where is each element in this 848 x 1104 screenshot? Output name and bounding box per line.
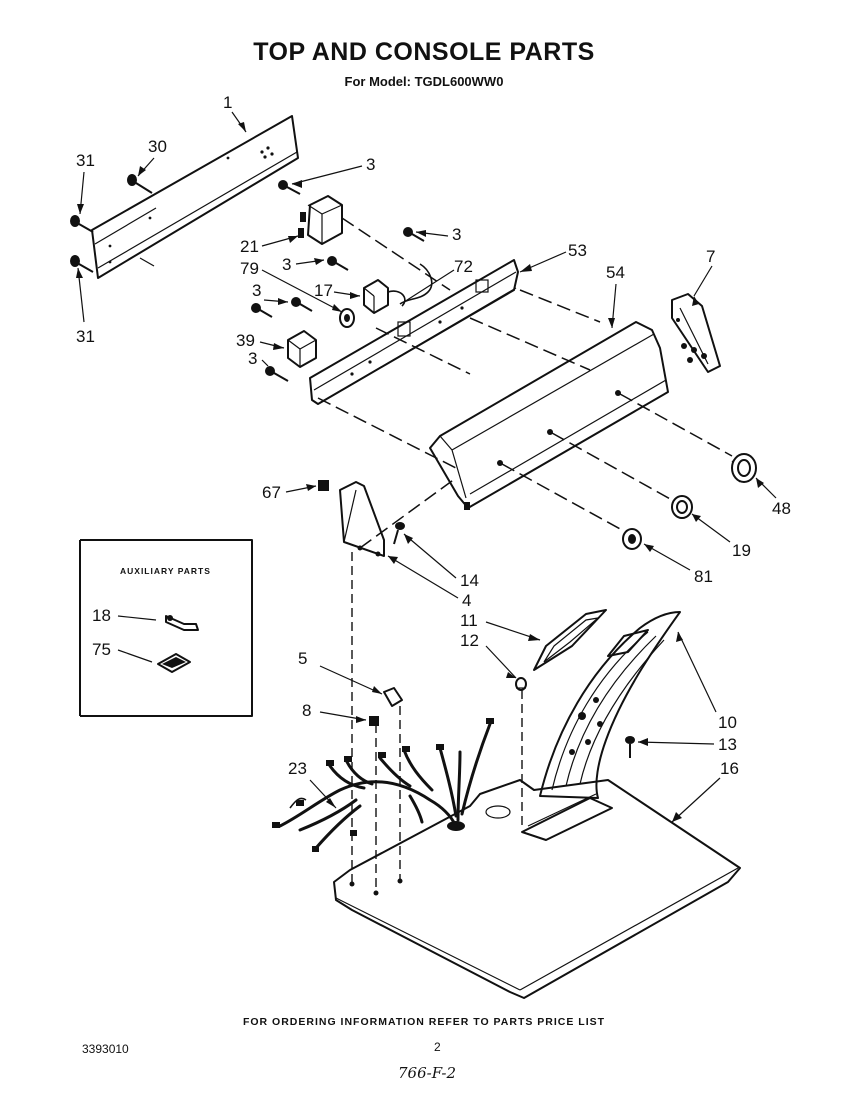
- callout-19: 19: [732, 541, 751, 560]
- end-cap-7: [671, 293, 721, 373]
- auxiliary-parts-title: AUXILIARY PARTS: [120, 566, 211, 576]
- callout-23: 23: [288, 759, 307, 778]
- callout-3-b: 3: [452, 225, 461, 244]
- page-number: 2: [434, 1040, 441, 1054]
- aux-part-75: [157, 653, 191, 673]
- knob-81: [622, 528, 642, 550]
- callout-39: 39: [236, 331, 255, 350]
- callout-79: 79: [240, 259, 259, 278]
- callout-54: 54: [606, 263, 625, 282]
- handwritten-note: 766-F-2: [398, 1064, 457, 1082]
- wiring-harness-23: [272, 718, 494, 852]
- document-number: 3393010: [82, 1042, 129, 1056]
- callout-3-c: 3: [282, 255, 291, 274]
- callout-14: 14: [460, 571, 479, 590]
- lens-11: [533, 609, 607, 671]
- callout-31-upper: 31: [76, 151, 95, 170]
- screw-13: [625, 736, 635, 758]
- control-panel-plate: [91, 115, 299, 279]
- screw-3-b: [403, 227, 425, 242]
- bracket-53: [309, 259, 519, 405]
- clip-8: [369, 716, 379, 726]
- pushbutton-79: [339, 308, 355, 328]
- top-cover-16: [333, 779, 741, 999]
- screw-3-a: [278, 180, 301, 195]
- callout-13: 13: [718, 735, 737, 754]
- console-54: [429, 321, 669, 510]
- switch-17: [363, 279, 406, 314]
- callout-21: 21: [240, 237, 259, 256]
- clip-5: [383, 687, 403, 707]
- callout-7: 7: [706, 247, 715, 266]
- callout-72: 72: [454, 257, 473, 276]
- callout-3-d: 3: [252, 281, 261, 300]
- aux-part-18: [165, 615, 199, 631]
- callout-11: 11: [460, 611, 478, 630]
- main-top-10: [539, 611, 681, 799]
- callout-10: 10: [718, 713, 737, 732]
- callout-12: 12: [460, 631, 479, 650]
- auxiliary-parts-box: AUXILIARY PARTS 18 75: [79, 539, 253, 717]
- switch-39: [287, 330, 317, 368]
- clip-67: [318, 480, 329, 491]
- callout-31-lower: 31: [76, 327, 95, 346]
- end-bracket-4: [339, 481, 385, 557]
- callouts: 1 30 31 31 3 3 21 79 3 72 53 17 3 39 3 5…: [76, 93, 791, 823]
- screw-3-c: [327, 256, 349, 271]
- screw-31-upper: [70, 215, 94, 233]
- model-subtitle: For Model: TGDL600WW0: [344, 74, 504, 89]
- knob-19: [671, 495, 693, 519]
- screw-3-d: [251, 297, 313, 318]
- callout-16: 16: [720, 759, 739, 778]
- callout-3-e: 3: [248, 349, 257, 368]
- screw-31-lower: [70, 255, 94, 273]
- callout-81: 81: [694, 567, 713, 586]
- callout-48: 48: [772, 499, 791, 518]
- timer-21: [298, 195, 343, 245]
- lamp-holder-12: [515, 677, 527, 691]
- callout-53: 53: [568, 241, 587, 260]
- page-title: TOP AND CONSOLE PARTS: [253, 38, 595, 66]
- screw-30: [127, 174, 153, 194]
- aux-label-18: 18: [92, 606, 111, 625]
- callout-5: 5: [298, 649, 307, 668]
- aux-label-75: 75: [92, 640, 111, 659]
- screw-14: [393, 522, 405, 545]
- screw-3-e: [265, 366, 289, 382]
- callout-8: 8: [302, 701, 311, 720]
- callout-17: 17: [314, 281, 333, 300]
- callout-1: 1: [223, 93, 232, 112]
- arrowheads: [76, 122, 764, 822]
- knob-48: [731, 453, 757, 483]
- callout-67: 67: [262, 483, 281, 502]
- callout-4: 4: [462, 591, 471, 610]
- ordering-note: FOR ORDERING INFORMATION REFER TO PARTS …: [242, 1016, 606, 1028]
- wire-72: [399, 263, 433, 305]
- callout-30: 30: [148, 137, 167, 156]
- callout-3-a: 3: [366, 155, 375, 174]
